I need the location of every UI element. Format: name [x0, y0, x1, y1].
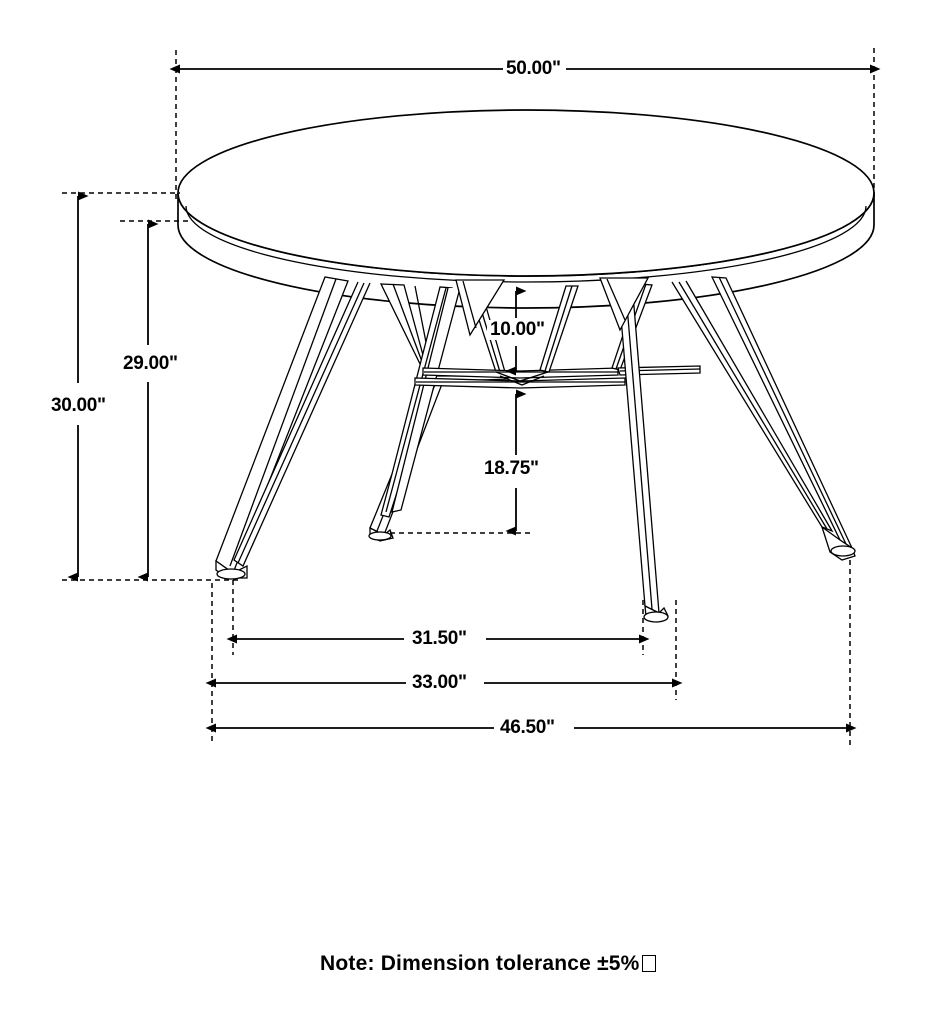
wire-upper-left	[455, 279, 506, 337]
tolerance-note-text: Note: Dimension tolerance ±5%	[320, 952, 640, 975]
wire-left-v	[380, 286, 461, 518]
dim-label-stretcher-to-floor: 18.75"	[481, 459, 542, 479]
leg-front-left	[215, 276, 371, 580]
table-base	[215, 276, 856, 623]
dim-label-height-to-underside: 29.00"	[120, 354, 181, 374]
dim-label-top-to-stretcher: 10.00"	[487, 320, 548, 340]
dim-label-overall-height: 30.00"	[48, 396, 109, 416]
tolerance-note: Note: Dimension tolerance ±5%	[320, 952, 656, 976]
dim-label-outer-foot-span: 33.00"	[409, 673, 470, 693]
leg-rear-right	[671, 276, 856, 561]
stretcher-ring	[414, 367, 626, 389]
leg-front-right	[617, 280, 669, 623]
dim-label-inner-foot-span: 31.50"	[409, 629, 470, 649]
dim-label-overall-base-span: 46.50"	[497, 718, 558, 738]
missing-glyph-box-icon	[641, 955, 656, 972]
dim-label-top-diameter: 50.00"	[503, 59, 564, 79]
wire-upper-right	[599, 277, 650, 332]
wire-center-right	[539, 285, 579, 373]
table-top	[177, 109, 875, 309]
table-illustration	[177, 109, 875, 623]
dimension-lines	[62, 48, 881, 745]
